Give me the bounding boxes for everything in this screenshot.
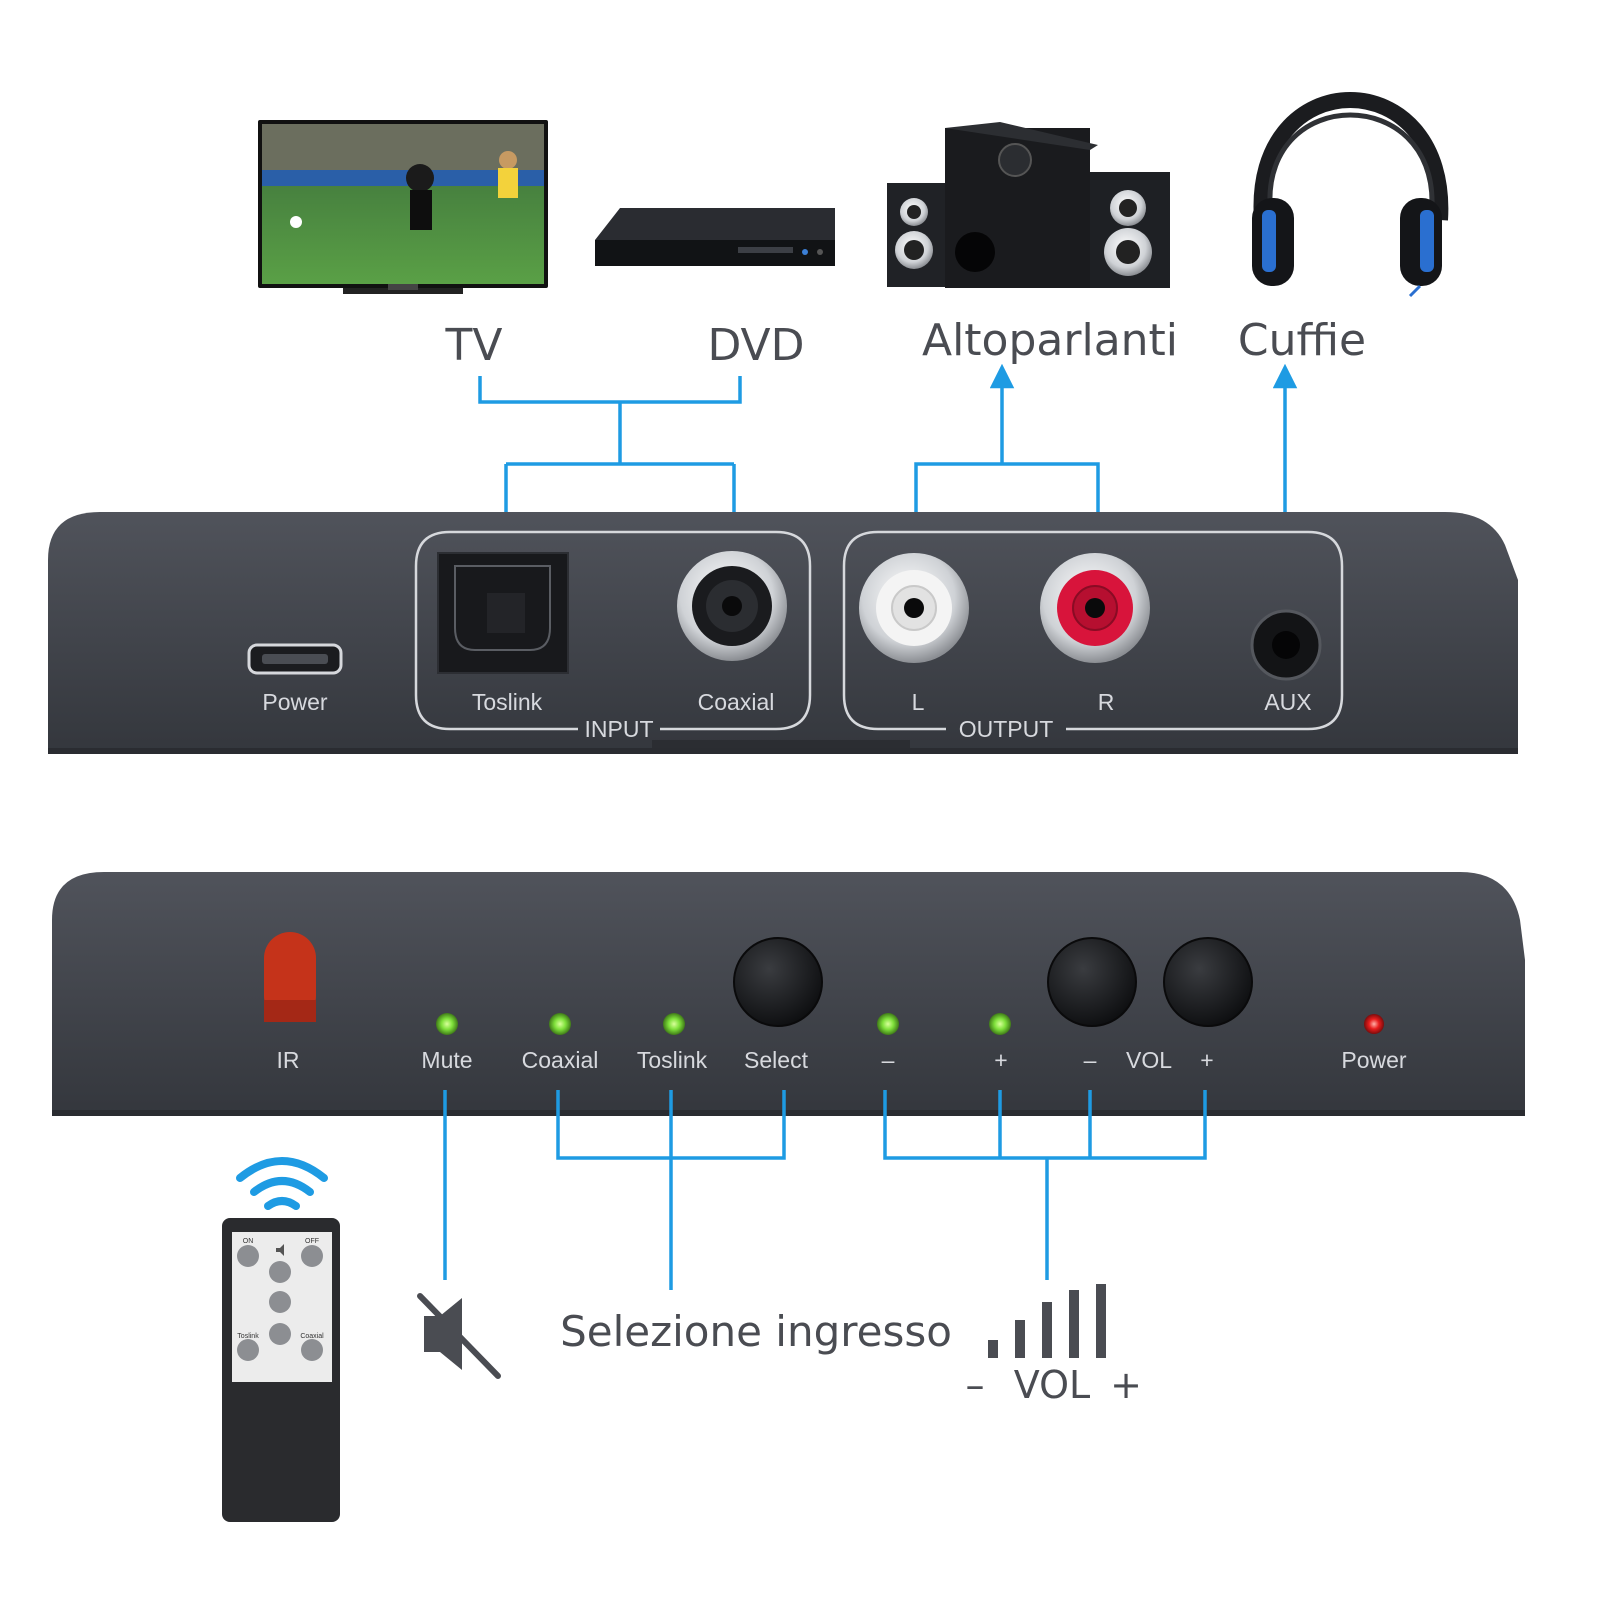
input-group-frame [414,530,812,731]
rca-right-port [1040,553,1150,663]
vol-minus-label: – [1084,1047,1097,1073]
headphones-label: Cuffie [1238,315,1366,366]
select-label: Select [744,1047,809,1073]
remote-coaxial-label: Coaxial [300,1333,324,1340]
volume-up-button[interactable] [1163,937,1253,1027]
rear-power-label: Power [262,689,328,715]
remote-off-button[interactable] [301,1245,323,1267]
speakers-illustration [887,122,1170,288]
toslink-label: Toslink [472,689,543,715]
dvd-label: DVD [707,320,804,371]
front-coaxial-label: Coaxial [522,1047,599,1073]
output-group-frame [842,530,1344,731]
vol-label: VOL [1126,1047,1172,1073]
led-plus-label: + [994,1047,1007,1073]
front-flow-lines [443,1090,1207,1290]
legend-vol-minus: – [966,1363,985,1407]
ir-receiver-window [264,932,316,1022]
rca-left-port [859,553,969,663]
volume-down-button[interactable] [1047,937,1137,1027]
headphones-illustration [1252,92,1449,298]
mute-label: Mute [421,1047,472,1073]
remote-toslink-label: Toslink [237,1333,259,1340]
remote-mute-icon [276,1244,284,1256]
mute-led [436,1013,458,1035]
volume-down-led [877,1013,899,1035]
led-minus-label: – [882,1047,895,1073]
dvd-player-illustration [595,208,835,266]
tv-illustration [258,120,548,294]
remote-off-label: OFF [305,1238,319,1245]
output-group-label: OUTPUT [959,716,1054,742]
rear-panel: Power INPUT Toslink Coaxial OUTPUT [48,512,1518,754]
front-toslink-label: Toslink [637,1047,708,1073]
vol-plus-label: + [1200,1047,1213,1073]
coaxial-led [549,1013,571,1035]
ir-label: IR [277,1047,300,1073]
mute-speaker-icon [417,1293,501,1379]
toslink-led [663,1013,685,1035]
remote-on-label: ON [243,1238,254,1245]
toslink-port [437,552,569,674]
volume-up-led [989,1013,1011,1035]
remote-on-button[interactable] [237,1245,259,1267]
legend-vol-plus: + [1110,1363,1142,1407]
front-panel: IR Mute Coaxial Toslink Select – + – VOL… [52,872,1525,1116]
remote-control: ON OFF Toslink Coaxial [222,1157,340,1522]
input-selection-label: Selezione ingresso [560,1307,952,1356]
remote-vol-up-button[interactable] [269,1291,291,1313]
front-power-label: Power [1341,1047,1407,1073]
volume-bars-icon [988,1284,1106,1358]
tv-label: TV [445,320,503,371]
left-channel-label: L [912,689,925,715]
input-group-label: INPUT [585,716,654,742]
coaxial-port [677,551,787,661]
aux-headphone-jack [1250,609,1322,681]
remote-mute-button[interactable] [269,1261,291,1283]
speakers-label: Altoparlanti [922,315,1178,366]
power-led [1364,1014,1384,1034]
wireless-signal-icon [236,1157,328,1210]
right-channel-label: R [1098,689,1115,715]
remote-toslink-button[interactable] [237,1339,259,1361]
legend-vol-label: VOL [1014,1363,1090,1407]
aux-label: AUX [1264,689,1311,715]
remote-coaxial-button[interactable] [301,1339,323,1361]
rear-coaxial-label: Coaxial [698,689,775,715]
select-button[interactable] [733,937,823,1027]
remote-vol-down-button[interactable] [269,1323,291,1345]
